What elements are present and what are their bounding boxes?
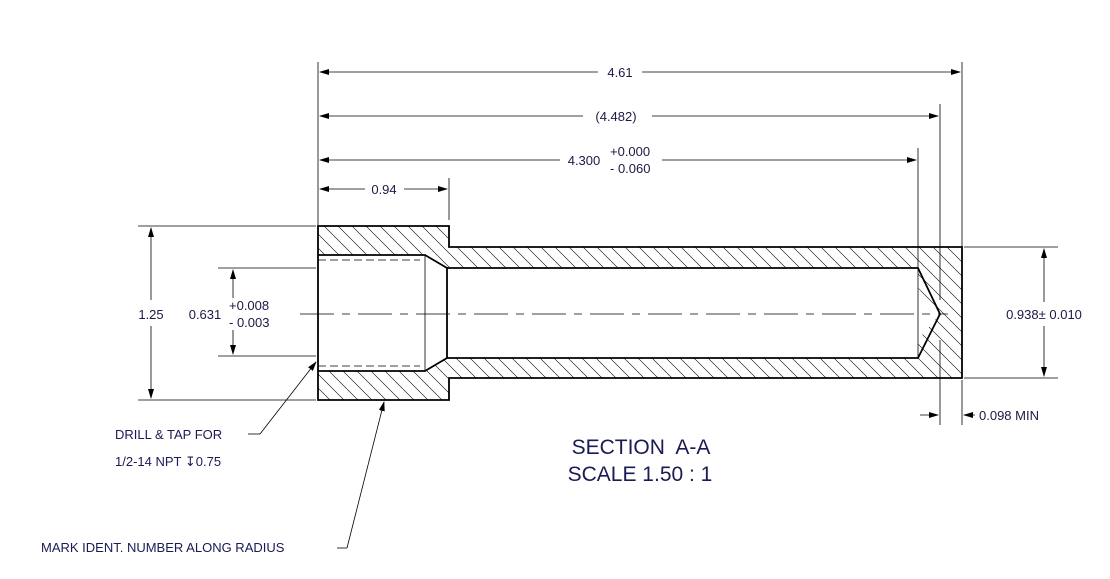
dim-head-diameter: 1.25 (138, 307, 163, 322)
hatch-top-wall (318, 226, 962, 314)
dim-bore-tol-minus: - 0.003 (229, 315, 269, 330)
section-scale: SCALE 1.50 : 1 (568, 463, 713, 486)
tapped-hole (318, 254, 448, 372)
outer-outline (317, 225, 963, 401)
dim-bore-tol-plus: +0.008 (229, 298, 269, 313)
horizontal-dimensions: 4.61 (4.482) 4.300 +0.000 - 0.060 0.94 0… (317, 62, 1039, 425)
note-drill-tap-line2: 1/2-14 NPT ↧0.75 (115, 454, 221, 469)
note-drill-tap-line1: DRILL & TAP FOR (115, 427, 222, 442)
dim-end-wall: 0.098 MIN (979, 408, 1039, 423)
dim-reference-length: (4.482) (595, 109, 636, 124)
section-label: SECTION A-A SCALE 1.50 : 1 (568, 436, 713, 486)
dim-head-length: 0.94 (371, 182, 396, 197)
dim-bore-depth-tol-plus: +0.000 (610, 144, 650, 159)
part-section (300, 225, 963, 401)
hatch-bottom-wall (318, 288, 962, 400)
notes: DRILL & TAP FOR 1/2-14 NPT ↧0.75 MARK ID… (41, 361, 385, 555)
vertical-dimensions: 1.25 0.631 +0.008 - 0.003 0.938± 0.010 (138, 225, 1082, 401)
bore-outline (447, 267, 942, 359)
dim-overall-length: 4.61 (607, 65, 632, 80)
dim-bore-depth: 4.300 (568, 153, 601, 168)
dim-bore-depth-tol-minus: - 0.060 (610, 161, 650, 176)
note-mark-ident: MARK IDENT. NUMBER ALONG RADIUS (41, 540, 285, 555)
dim-bore-diameter: 0.631 (189, 307, 222, 322)
section-title: SECTION A-A (572, 436, 711, 459)
dim-shank-diameter: 0.938± 0.010 (1006, 307, 1082, 322)
